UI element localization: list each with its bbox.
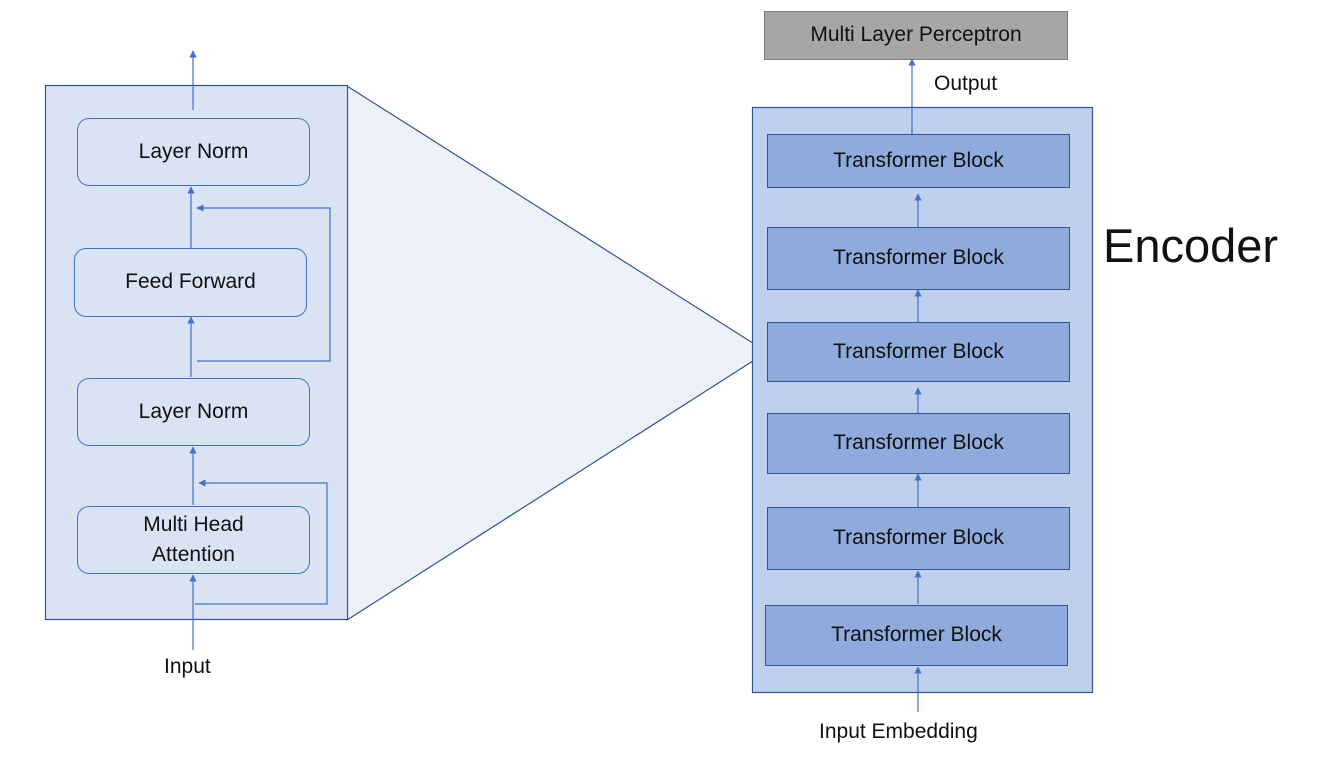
transformer-block-label: Transformer Block (833, 431, 1004, 455)
layer-norm-top-box: Layer Norm (77, 118, 310, 186)
multi-head-attention-label: Multi Head Attention (143, 512, 244, 566)
layer-norm-bottom-box: Layer Norm (77, 378, 310, 446)
multi-head-attention-box: Multi Head Attention (77, 506, 310, 574)
transformer-block-label: Transformer Block (833, 339, 1004, 363)
layer-norm-top-label: Layer Norm (138, 139, 249, 163)
transformer-block: Transformer Block (767, 507, 1070, 570)
transformer-block: Transformer Block (765, 605, 1068, 666)
transformer-block: Transformer Block (767, 322, 1070, 382)
transformer-block-label: Transformer Block (833, 148, 1004, 172)
transformer-block-label: Transformer Block (831, 623, 1002, 647)
input-embedding-label: Input Embedding (819, 720, 978, 743)
mlp-label: Multi Layer Perceptron (810, 23, 1022, 47)
zoom-connector (346, 84, 769, 622)
transformer-block: Transformer Block (767, 134, 1070, 188)
output-label: Output (934, 72, 998, 95)
residual-connection-feedforward (196, 204, 331, 362)
transformer-block: Transformer Block (767, 413, 1070, 474)
feed-forward-label: Feed Forward (125, 270, 256, 294)
mlp-box: Multi Layer Perceptron (764, 11, 1068, 60)
encoder-title: Encoder (1103, 219, 1279, 272)
encoder-container (751, 106, 1094, 694)
layer-norm-bottom-label: Layer Norm (138, 399, 249, 423)
detail-input-label: Input (164, 655, 211, 678)
transformer-block-label: Transformer Block (833, 526, 1004, 550)
transformer-block-label: Transformer Block (833, 246, 1004, 270)
residual-connection-attention (195, 479, 328, 605)
feed-forward-box: Feed Forward (74, 248, 307, 317)
transformer-block: Transformer Block (767, 227, 1070, 290)
